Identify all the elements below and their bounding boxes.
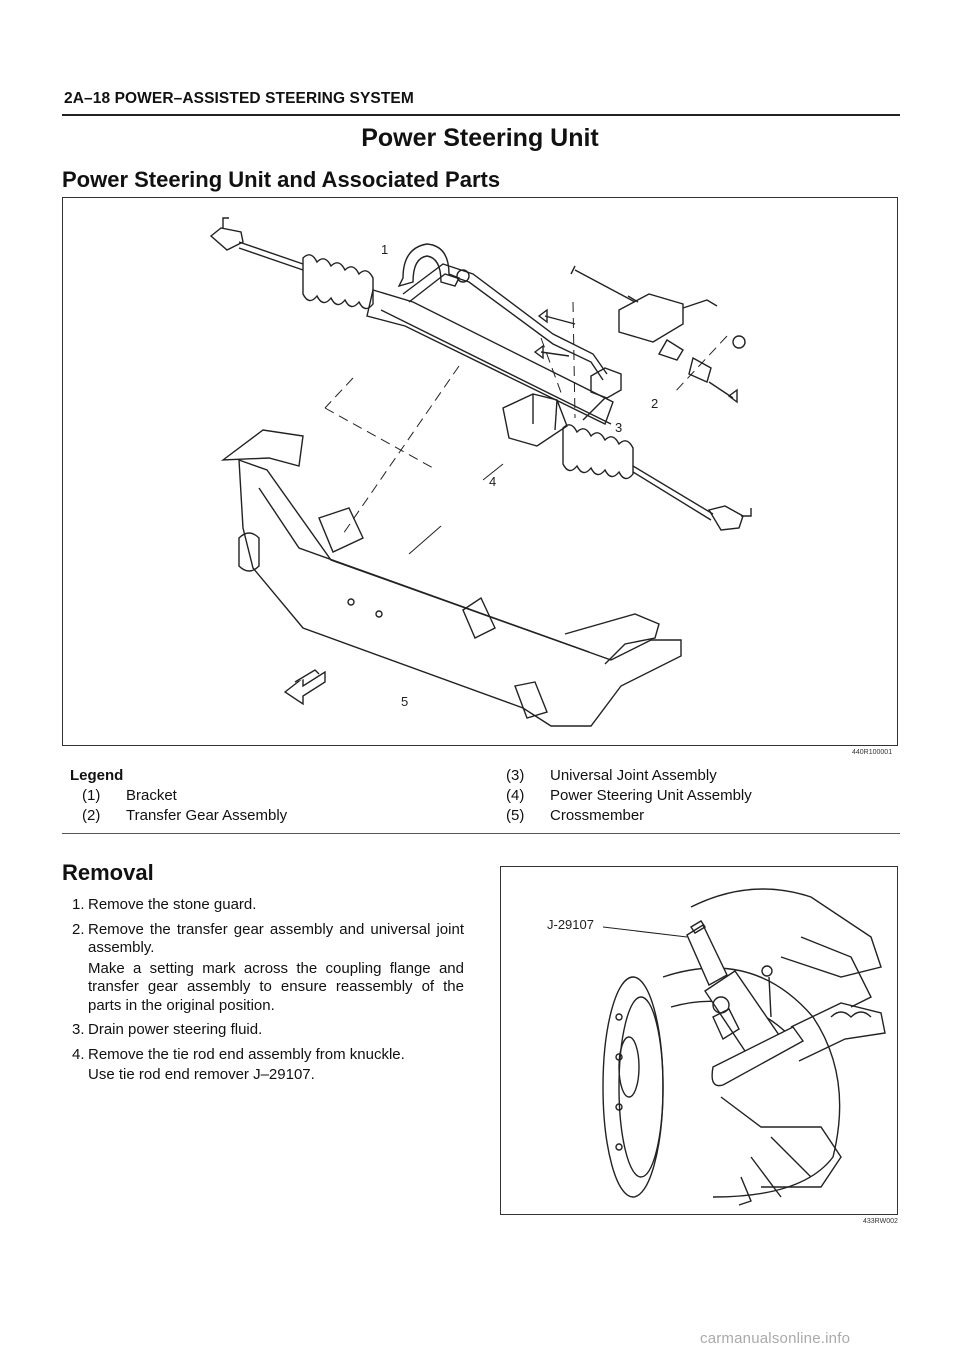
- header-divider: [62, 114, 900, 116]
- step-1: 1.Remove the stone guard.: [72, 896, 257, 913]
- running-header: 2A–18 POWER–ASSISTED STEERING SYSTEM: [64, 90, 414, 107]
- callout-1: 1: [381, 242, 388, 257]
- callout-4: 4: [489, 474, 496, 489]
- step-4: 4.Remove the tie rod end assembly from k…: [72, 1046, 464, 1085]
- legend-left: Legend (1)Bracket (2)Transfer Gear Assem…: [70, 766, 287, 826]
- figure2-id: 433RW002: [863, 1218, 898, 1225]
- callout-2: 2: [651, 396, 658, 411]
- legend-divider: [62, 833, 900, 834]
- legend-right: (3)Universal Joint Assembly (4)Power Ste…: [506, 766, 752, 826]
- steering-assembly-drawing: 1 2 3 4 5: [209, 217, 752, 727]
- watermark: carmanualsonline.info: [700, 1330, 851, 1347]
- legend-heading: Legend: [70, 767, 124, 784]
- step-2: 2.Remove the transfer gear assembly and …: [72, 920, 464, 1014]
- step-3: 3.Drain power steering fluid.: [72, 1021, 263, 1038]
- steering-assembly-figure: 1 2 3 4 5: [62, 197, 898, 746]
- callout-5: 5: [401, 694, 408, 709]
- step-2-note: Make a setting mark across the coupling …: [88, 959, 464, 1014]
- section-title: Power Steering Unit: [361, 124, 599, 152]
- callout-3: 3: [615, 420, 622, 435]
- legend-item-bracket: (1)Bracket: [82, 787, 177, 804]
- step-4-note: Use tie rod end remover J–29107.: [88, 1066, 315, 1083]
- legend-item-transfer-gear: (2)Transfer Gear Assembly: [82, 807, 288, 824]
- tool-label: J-29107: [547, 917, 594, 932]
- removal-title: Removal: [62, 860, 154, 885]
- tie-rod-remover-figure: J-29107: [500, 866, 898, 1215]
- legend-item-universal-joint: (3)Universal Joint Assembly: [506, 767, 717, 784]
- tie-rod-remover-drawing: J-29107: [547, 888, 886, 1206]
- removal-steps: 1.Remove the stone guard. 2.Remove the t…: [72, 896, 464, 1091]
- legend-item-crossmember: (5)Crossmember: [506, 807, 645, 824]
- legend-item-steering-unit: (4)Power Steering Unit Assembly: [506, 787, 752, 804]
- subsection-title: Power Steering Unit and Associated Parts: [62, 167, 501, 192]
- figure1-id: 440R100001: [852, 749, 893, 756]
